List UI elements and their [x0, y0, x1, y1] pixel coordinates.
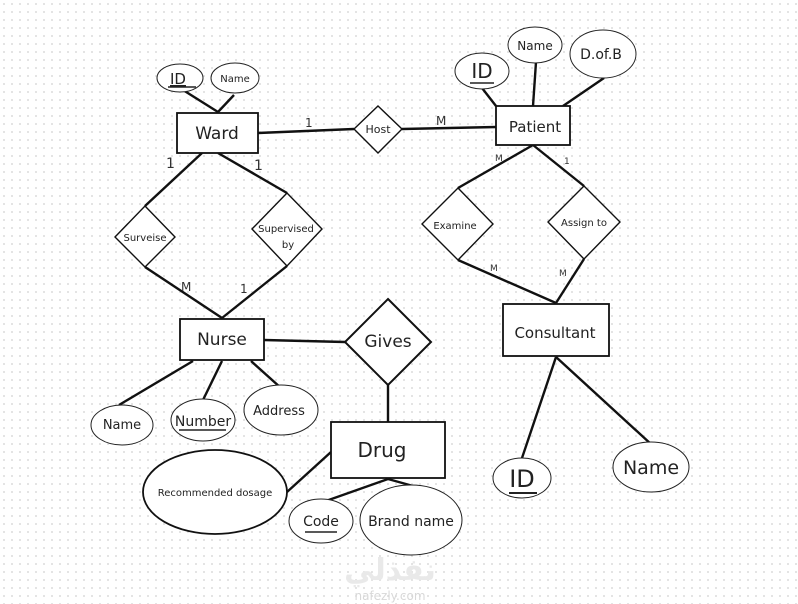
- attribute-patient-id-label: ID: [471, 59, 492, 83]
- entity-drug-label: Drug: [358, 438, 407, 462]
- attribute-ward-name[interactable]: Name: [210, 62, 260, 94]
- attribute-drug-code[interactable]: Code: [288, 498, 354, 544]
- entity-patient-label: Patient: [509, 118, 561, 136]
- relationship-host[interactable]: Host: [352, 105, 404, 154]
- cardinality-ward-host: 1: [305, 116, 313, 130]
- attribute-patient-dob-label: D.of.B: [580, 47, 622, 63]
- attribute-drug-brand-name-label: Brand name: [368, 514, 454, 530]
- attribute-nurse-number-label: Number: [175, 414, 231, 430]
- cardinality-surveise-nurse: M: [181, 280, 191, 294]
- watermark-latin: nafezly.com: [354, 589, 425, 603]
- attribute-nurse-name[interactable]: Name: [90, 404, 154, 446]
- cardinality-examine-consultant: M: [490, 264, 498, 274]
- relationship-supervised-by-label-2: by: [282, 240, 294, 251]
- relationship-examine[interactable]: Examine: [421, 187, 494, 261]
- relationship-surveise-label: Surveise: [123, 233, 166, 244]
- attribute-drug-code-label: Code: [303, 514, 339, 530]
- cardinality-ward-surveise: 1: [166, 156, 175, 172]
- attribute-consultant-id-label: ID: [509, 465, 535, 493]
- attribute-drug-recommended-dosage[interactable]: Recommended dosage: [142, 449, 288, 535]
- attribute-nurse-name-label: Name: [103, 418, 141, 433]
- attribute-drug-recommended-dosage-label: Recommended dosage: [158, 488, 273, 499]
- attribute-consultant-name[interactable]: Name: [612, 441, 690, 493]
- entity-consultant-label: Consultant: [514, 324, 595, 342]
- entity-patient[interactable]: Patient: [495, 105, 571, 146]
- cardinality-assign-consultant: M: [559, 269, 567, 279]
- attribute-nurse-address-label: Address: [253, 404, 305, 419]
- watermark-arabic: نفذلي: [344, 553, 436, 588]
- relationship-assign-to[interactable]: Assign to: [547, 185, 621, 261]
- entity-ward[interactable]: Ward: [176, 112, 259, 154]
- cardinality-supervised-nurse: 1: [240, 282, 248, 296]
- entity-ward-label: Ward: [195, 124, 239, 144]
- attribute-drug-brand-name[interactable]: Brand name: [359, 484, 463, 556]
- attribute-nurse-number[interactable]: Number: [170, 398, 236, 442]
- attribute-nurse-address[interactable]: Address: [243, 384, 319, 436]
- relationship-gives-label: Gives: [364, 332, 411, 352]
- attribute-patient-id[interactable]: ID: [454, 52, 510, 90]
- entity-nurse-label: Nurse: [197, 330, 247, 350]
- cardinality-ward-supervised: 1: [254, 158, 263, 174]
- attribute-ward-name-label: Name: [220, 74, 250, 85]
- attribute-patient-dob[interactable]: D.of.B: [569, 29, 637, 79]
- relationship-supervised-by-label-1: Supervised: [258, 224, 314, 235]
- attribute-consultant-id[interactable]: ID: [492, 457, 552, 499]
- cardinality-patient-examine: M: [495, 154, 503, 164]
- attribute-ward-id[interactable]: ID: [156, 63, 204, 93]
- relationship-supervised-by[interactable]: Supervised by: [251, 191, 323, 268]
- attribute-consultant-name-label: Name: [623, 457, 679, 479]
- entity-nurse[interactable]: Nurse: [179, 318, 265, 361]
- entity-drug[interactable]: Drug: [330, 421, 446, 479]
- relationship-host-label: Host: [365, 123, 391, 136]
- relationship-examine-label: Examine: [433, 221, 476, 232]
- relationship-assign-to-label: Assign to: [561, 218, 607, 229]
- entity-consultant[interactable]: Consultant: [502, 303, 610, 357]
- attribute-patient-name[interactable]: Name: [507, 26, 563, 64]
- connector-lines: [118, 61, 653, 504]
- relationship-gives[interactable]: Gives: [343, 297, 433, 387]
- attribute-patient-name-label: Name: [517, 39, 552, 53]
- cardinality-host-patient: M: [436, 114, 446, 128]
- attribute-ward-id-label: ID: [170, 70, 186, 88]
- cardinality-patient-assign: 1: [564, 157, 570, 167]
- relationship-surveise[interactable]: Surveise: [114, 204, 176, 268]
